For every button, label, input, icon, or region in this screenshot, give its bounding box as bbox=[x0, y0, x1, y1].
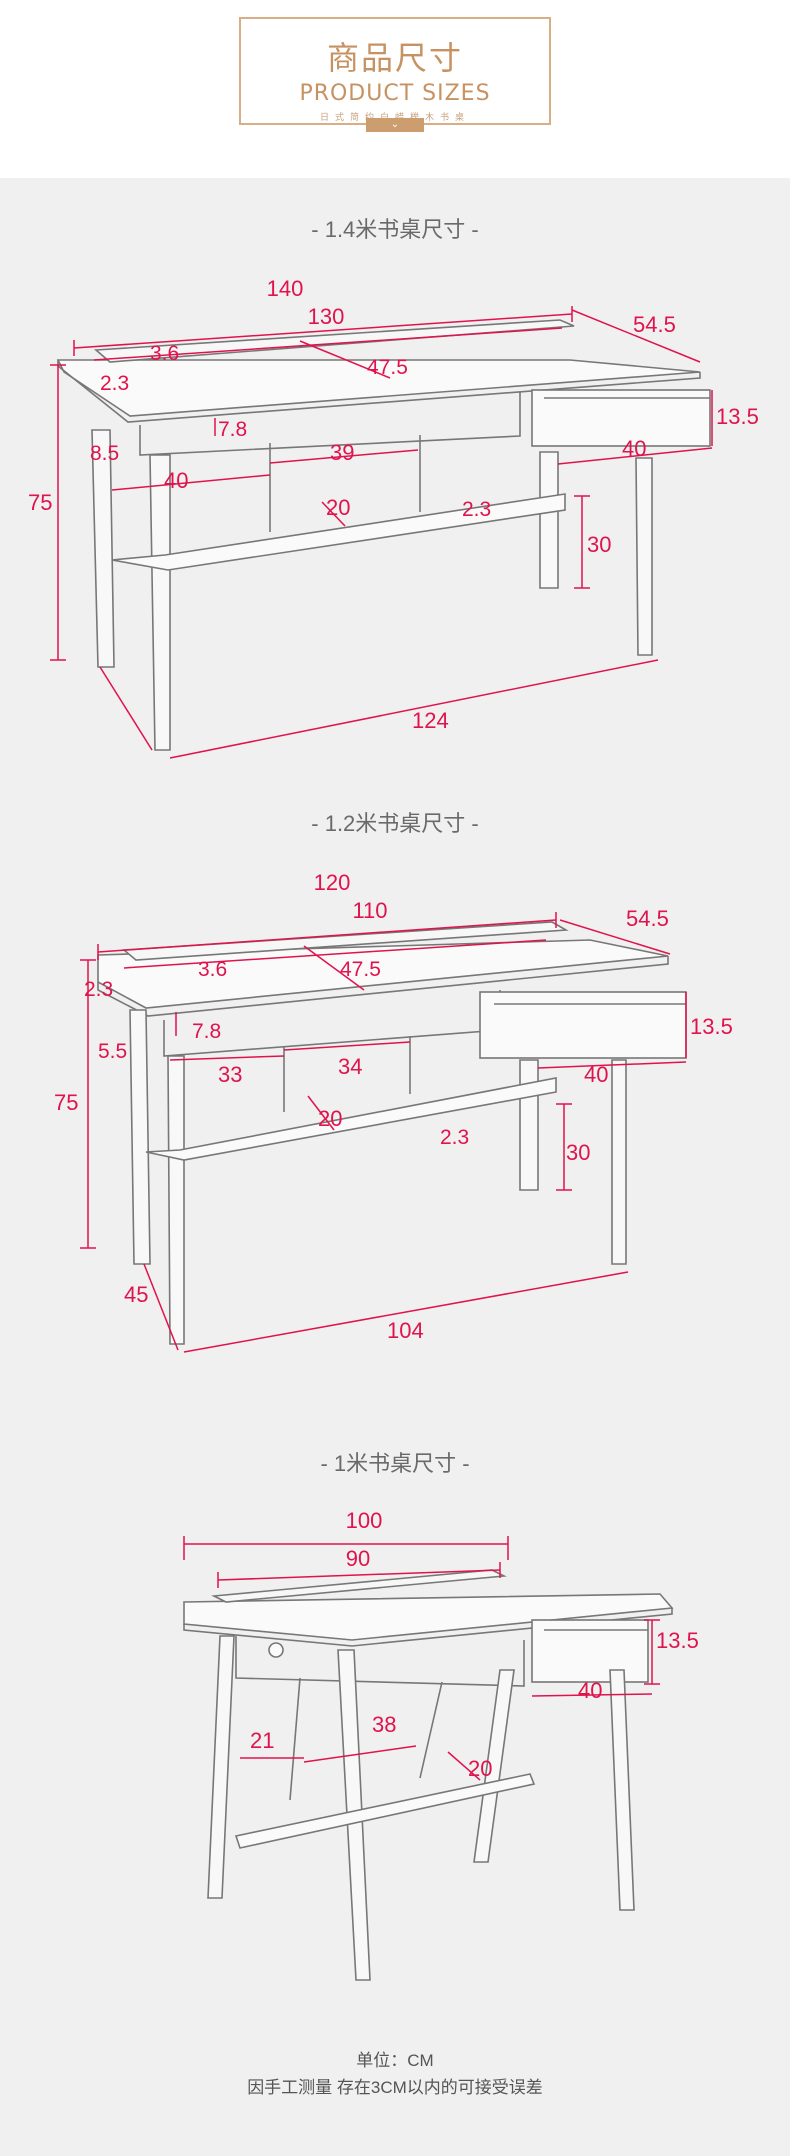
dim-height: 75 bbox=[54, 1090, 78, 1115]
dimension-lines-120 bbox=[80, 912, 687, 1353]
dim-drawer-width: 40 bbox=[584, 1062, 608, 1087]
header: 商品尺寸 PRODUCT SIZES 日式简约白蜡榉木书桌 ⌄ bbox=[0, 0, 790, 178]
dim-drawer-width: 40 bbox=[622, 436, 646, 461]
dim-span-b: 40 bbox=[164, 468, 188, 493]
dim-drawer-height: 13.5 bbox=[656, 1628, 699, 1653]
desk-diagram-100: 100 90 13.5 40 21 38 20 bbox=[0, 1500, 790, 2020]
desk-diagram-120: 120 110 54.5 3.6 47.5 2.3 7.8 5.5 13.5 4… bbox=[0, 860, 790, 1360]
dimension-lines-140 bbox=[50, 306, 713, 759]
dim-depth-top: 47.5 bbox=[340, 958, 381, 981]
dim-total-width: 100 bbox=[346, 1508, 383, 1533]
desk-diagram-140: 140 130 54.5 3.6 47.5 2.3 7.8 8.5 13.5 4… bbox=[0, 270, 790, 770]
dim-span-b: 38 bbox=[372, 1712, 396, 1737]
chevron-down-icon: ⌄ bbox=[366, 118, 424, 132]
dim-span-a: 39 bbox=[330, 440, 354, 465]
dim-depth: 54.5 bbox=[626, 906, 669, 931]
desk-drawing-100 bbox=[183, 1569, 674, 1981]
dim-depth: 54.5 bbox=[633, 312, 676, 337]
dimension-labels-140: 140 130 54.5 3.6 47.5 2.3 7.8 8.5 13.5 4… bbox=[28, 276, 759, 733]
dim-drawer-height: 13.5 bbox=[690, 1014, 733, 1039]
tolerance-note: 因手工测量 存在3CM以内的可接受误差 bbox=[247, 2078, 543, 2097]
title-cn: 商品尺寸 bbox=[326, 39, 463, 77]
dim-shelf-depth: 20 bbox=[468, 1756, 492, 1781]
dim-leg-depth: 45 bbox=[124, 1282, 148, 1307]
dim-inner-width: 110 bbox=[352, 898, 387, 923]
dim-span-a: 33 bbox=[218, 1062, 242, 1087]
dim-inner-width: 90 bbox=[346, 1546, 370, 1571]
section-title-2: - 1.2米书桌尺寸 - bbox=[311, 811, 479, 836]
dim-drawer-width: 40 bbox=[578, 1678, 602, 1703]
dim-span-a: 21 bbox=[250, 1728, 274, 1753]
dimension-lines-100 bbox=[183, 1536, 660, 1781]
dim-board-height: 3.6 bbox=[198, 958, 227, 981]
section-title-3: - 1米书桌尺寸 - bbox=[320, 1451, 470, 1476]
dimension-labels-100: 100 90 13.5 40 21 38 20 bbox=[250, 1508, 699, 1781]
dim-shelf-thickness: 2.3 bbox=[440, 1126, 469, 1149]
title-en: PRODUCT SIZES bbox=[299, 81, 491, 106]
dim-shelf-depth: 20 bbox=[318, 1106, 342, 1131]
dim-shelf-height: 30 bbox=[587, 532, 611, 557]
unit-label: 单位：CM bbox=[356, 2051, 434, 2070]
dim-shelf-height: 30 bbox=[566, 1140, 590, 1165]
desk-drawing-120 bbox=[97, 921, 687, 1345]
dim-apron-side: 5.5 bbox=[98, 1040, 127, 1063]
desk-drawing-140 bbox=[56, 319, 711, 751]
dim-top-thickness: 2.3 bbox=[100, 372, 129, 395]
dim-shelf-depth: 20 bbox=[326, 495, 350, 520]
dim-depth-top: 47.5 bbox=[367, 356, 408, 379]
dim-inner-width: 130 bbox=[308, 304, 345, 329]
dim-height: 75 bbox=[28, 490, 52, 515]
dim-total-width: 120 bbox=[314, 870, 351, 895]
dim-apron-side: 8.5 bbox=[90, 442, 119, 465]
dim-shelf-thickness: 2.3 bbox=[462, 498, 491, 521]
dim-span-b: 34 bbox=[338, 1054, 362, 1079]
dim-apron: 7.8 bbox=[218, 418, 247, 441]
dim-bottom-width: 124 bbox=[412, 708, 449, 733]
dim-top-thickness: 2.3 bbox=[84, 978, 113, 1001]
dim-total-width: 140 bbox=[267, 276, 304, 301]
footer: 单位：CM 因手工测量 存在3CM以内的可接受误差 bbox=[0, 2047, 790, 2101]
dim-apron: 7.8 bbox=[192, 1020, 221, 1043]
dimension-labels-120: 120 110 54.5 3.6 47.5 2.3 7.8 5.5 13.5 4… bbox=[54, 870, 733, 1343]
title-box: 商品尺寸 PRODUCT SIZES 日式简约白蜡榉木书桌 bbox=[239, 17, 551, 125]
dim-bottom-width: 104 bbox=[387, 1318, 424, 1343]
section-title-1: - 1.4米书桌尺寸 - bbox=[311, 217, 479, 242]
dim-drawer-height: 13.5 bbox=[716, 404, 759, 429]
dim-board-height: 3.6 bbox=[150, 342, 179, 365]
